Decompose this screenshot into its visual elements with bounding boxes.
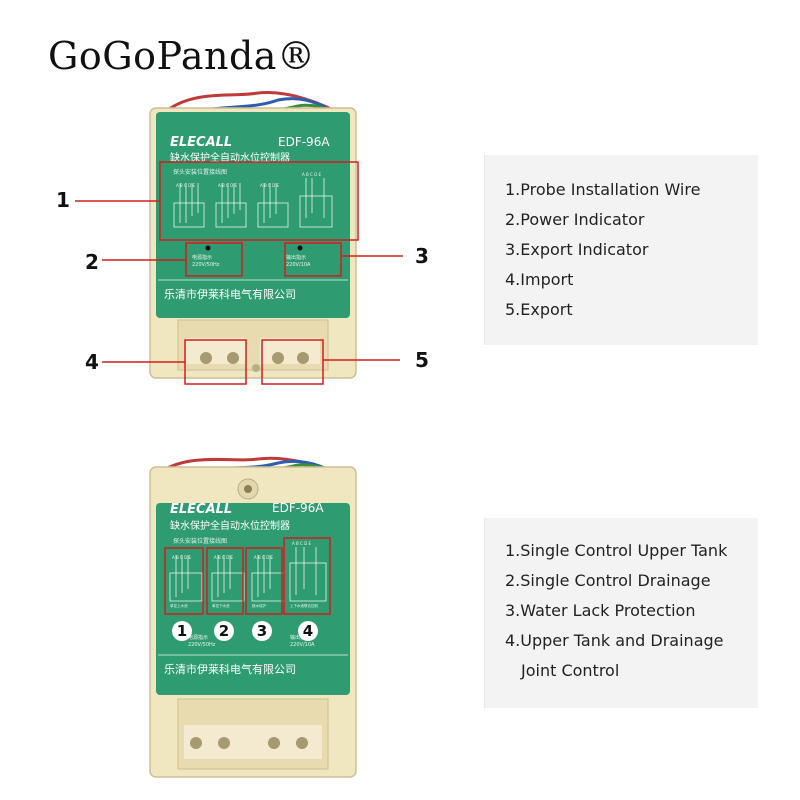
controller-device-top: ELECALL EDF-96A 缺水保护全自动水位控制器 探头安装位置接线图 A…: [149, 91, 357, 379]
terminal-screws-bottom: [190, 737, 308, 749]
svg-text:A B C D E: A B C D E: [172, 555, 191, 560]
list-item: 3.Water Lack Protection: [505, 601, 696, 620]
svg-text:电源指示: 电源指示: [188, 634, 208, 641]
probe-wiring-diagram: [173, 178, 333, 228]
list-item: 2.Power Indicator: [505, 210, 645, 229]
svg-text:220V/50Hz: 220V/50Hz: [192, 262, 220, 268]
mode-badge-3: 3: [257, 622, 267, 640]
controller-device-bottom: ELECALL EDF-96A 缺水保护全自动水位控制器 探头安装位置接线图 A…: [149, 456, 357, 778]
svg-text:探头安装位置接线图: 探头安装位置接线图: [173, 537, 227, 545]
list-item: 1.Probe Installation Wire: [505, 180, 701, 199]
callout-label-5: 5: [415, 348, 429, 372]
callout-box-export-indicator: [284, 242, 342, 277]
callout-label-4: 4: [85, 350, 99, 374]
device-title-cn: 缺水保护全自动水位控制器: [170, 151, 290, 164]
svg-text:220V/10A: 220V/10A: [290, 642, 315, 648]
feature-list-bottom: 1.Single Control Upper Tank 2.Single Con…: [505, 536, 758, 686]
output-indicator-led: [297, 245, 303, 251]
callout-box-power: [185, 242, 243, 277]
svg-text:A B C D E: A B C D E: [218, 183, 237, 188]
callout-label-1: 1: [56, 188, 70, 212]
callout-label-3: 3: [415, 244, 429, 268]
device-face: [156, 112, 350, 318]
svg-text:A B C D E: A B C D E: [302, 172, 321, 177]
mode-badge-4: 4: [303, 622, 313, 640]
terminal-screws-top: [200, 352, 309, 372]
callout-box-probe: [159, 161, 359, 241]
svg-text:EDF-96A: EDF-96A: [272, 501, 324, 515]
callout-overlay-top: [75, 161, 403, 385]
svg-text:单控下水池: 单控下水池: [212, 603, 230, 608]
device-face: [156, 503, 350, 695]
device-subtitle-cn: 探头安装位置接线图: [173, 168, 227, 176]
probe-wiring-diagram: [169, 547, 327, 602]
callout-box-export: [261, 339, 324, 385]
svg-text:220V/50Hz: 220V/50Hz: [188, 642, 216, 648]
list-item: 3.Export Indicator: [505, 240, 649, 259]
svg-text:220V/10A: 220V/10A: [286, 262, 311, 268]
list-item: 4.Upper Tank and Drainage: [505, 631, 724, 650]
svg-text:乐清市伊莱科电气有限公司: 乐清市伊莱科电气有限公司: [164, 662, 296, 676]
list-item: Joint Control: [521, 661, 620, 680]
svg-text:输出指示: 输出指示: [290, 634, 310, 641]
svg-text:缺水保护全自动水位控制器: 缺水保护全自动水位控制器: [170, 519, 290, 532]
device-model: EDF-96A: [278, 135, 330, 149]
info-panel-top: 1.Probe Installation Wire 2.Power Indica…: [484, 155, 758, 345]
device-brand: ELECALL: [170, 135, 232, 150]
list-item: 2.Single Control Drainage: [505, 571, 711, 590]
callout-box-mode-1: [164, 547, 204, 615]
svg-text:A B C D E: A B C D E: [214, 555, 233, 560]
mode-badge-2: 2: [219, 622, 229, 640]
callout-box-mode-2: [206, 547, 244, 615]
device-manufacturer-cn: 乐清市伊莱科电气有限公司: [164, 287, 296, 301]
svg-text:上下水池联合控制: 上下水池联合控制: [290, 603, 318, 608]
list-item: 5.Export: [505, 300, 573, 319]
callout-overlay-bottom: 1 2 3 4: [164, 537, 331, 641]
feature-list-top: 1.Probe Installation Wire 2.Power Indica…: [505, 175, 758, 325]
callout-box-mode-3: [245, 547, 283, 615]
info-panel-bottom: 1.Single Control Upper Tank 2.Single Con…: [484, 518, 758, 708]
svg-text:A B C D E: A B C D E: [176, 183, 195, 188]
brand-logo: GoGoPanda®: [48, 34, 316, 78]
svg-text:输出指示: 输出指示: [286, 254, 306, 261]
list-item: 4.Import: [505, 270, 574, 289]
callout-box-mode-4: [283, 537, 331, 615]
svg-text:A B C D E: A B C D E: [254, 555, 273, 560]
svg-text:A B C D E: A B C D E: [260, 183, 279, 188]
callout-box-import: [184, 339, 247, 385]
mode-number-badges: [172, 621, 318, 641]
power-indicator-led: [205, 245, 211, 251]
mode-badge-1: 1: [177, 622, 187, 640]
svg-text:单控上水池: 单控上水池: [170, 603, 188, 608]
svg-text:ELECALL: ELECALL: [170, 502, 232, 517]
svg-text:A B C D E: A B C D E: [292, 541, 311, 546]
svg-text:电源指示: 电源指示: [192, 254, 212, 261]
callout-label-2: 2: [85, 250, 99, 274]
svg-text:缺水保护: 缺水保护: [252, 603, 266, 608]
list-item: 1.Single Control Upper Tank: [505, 541, 728, 560]
